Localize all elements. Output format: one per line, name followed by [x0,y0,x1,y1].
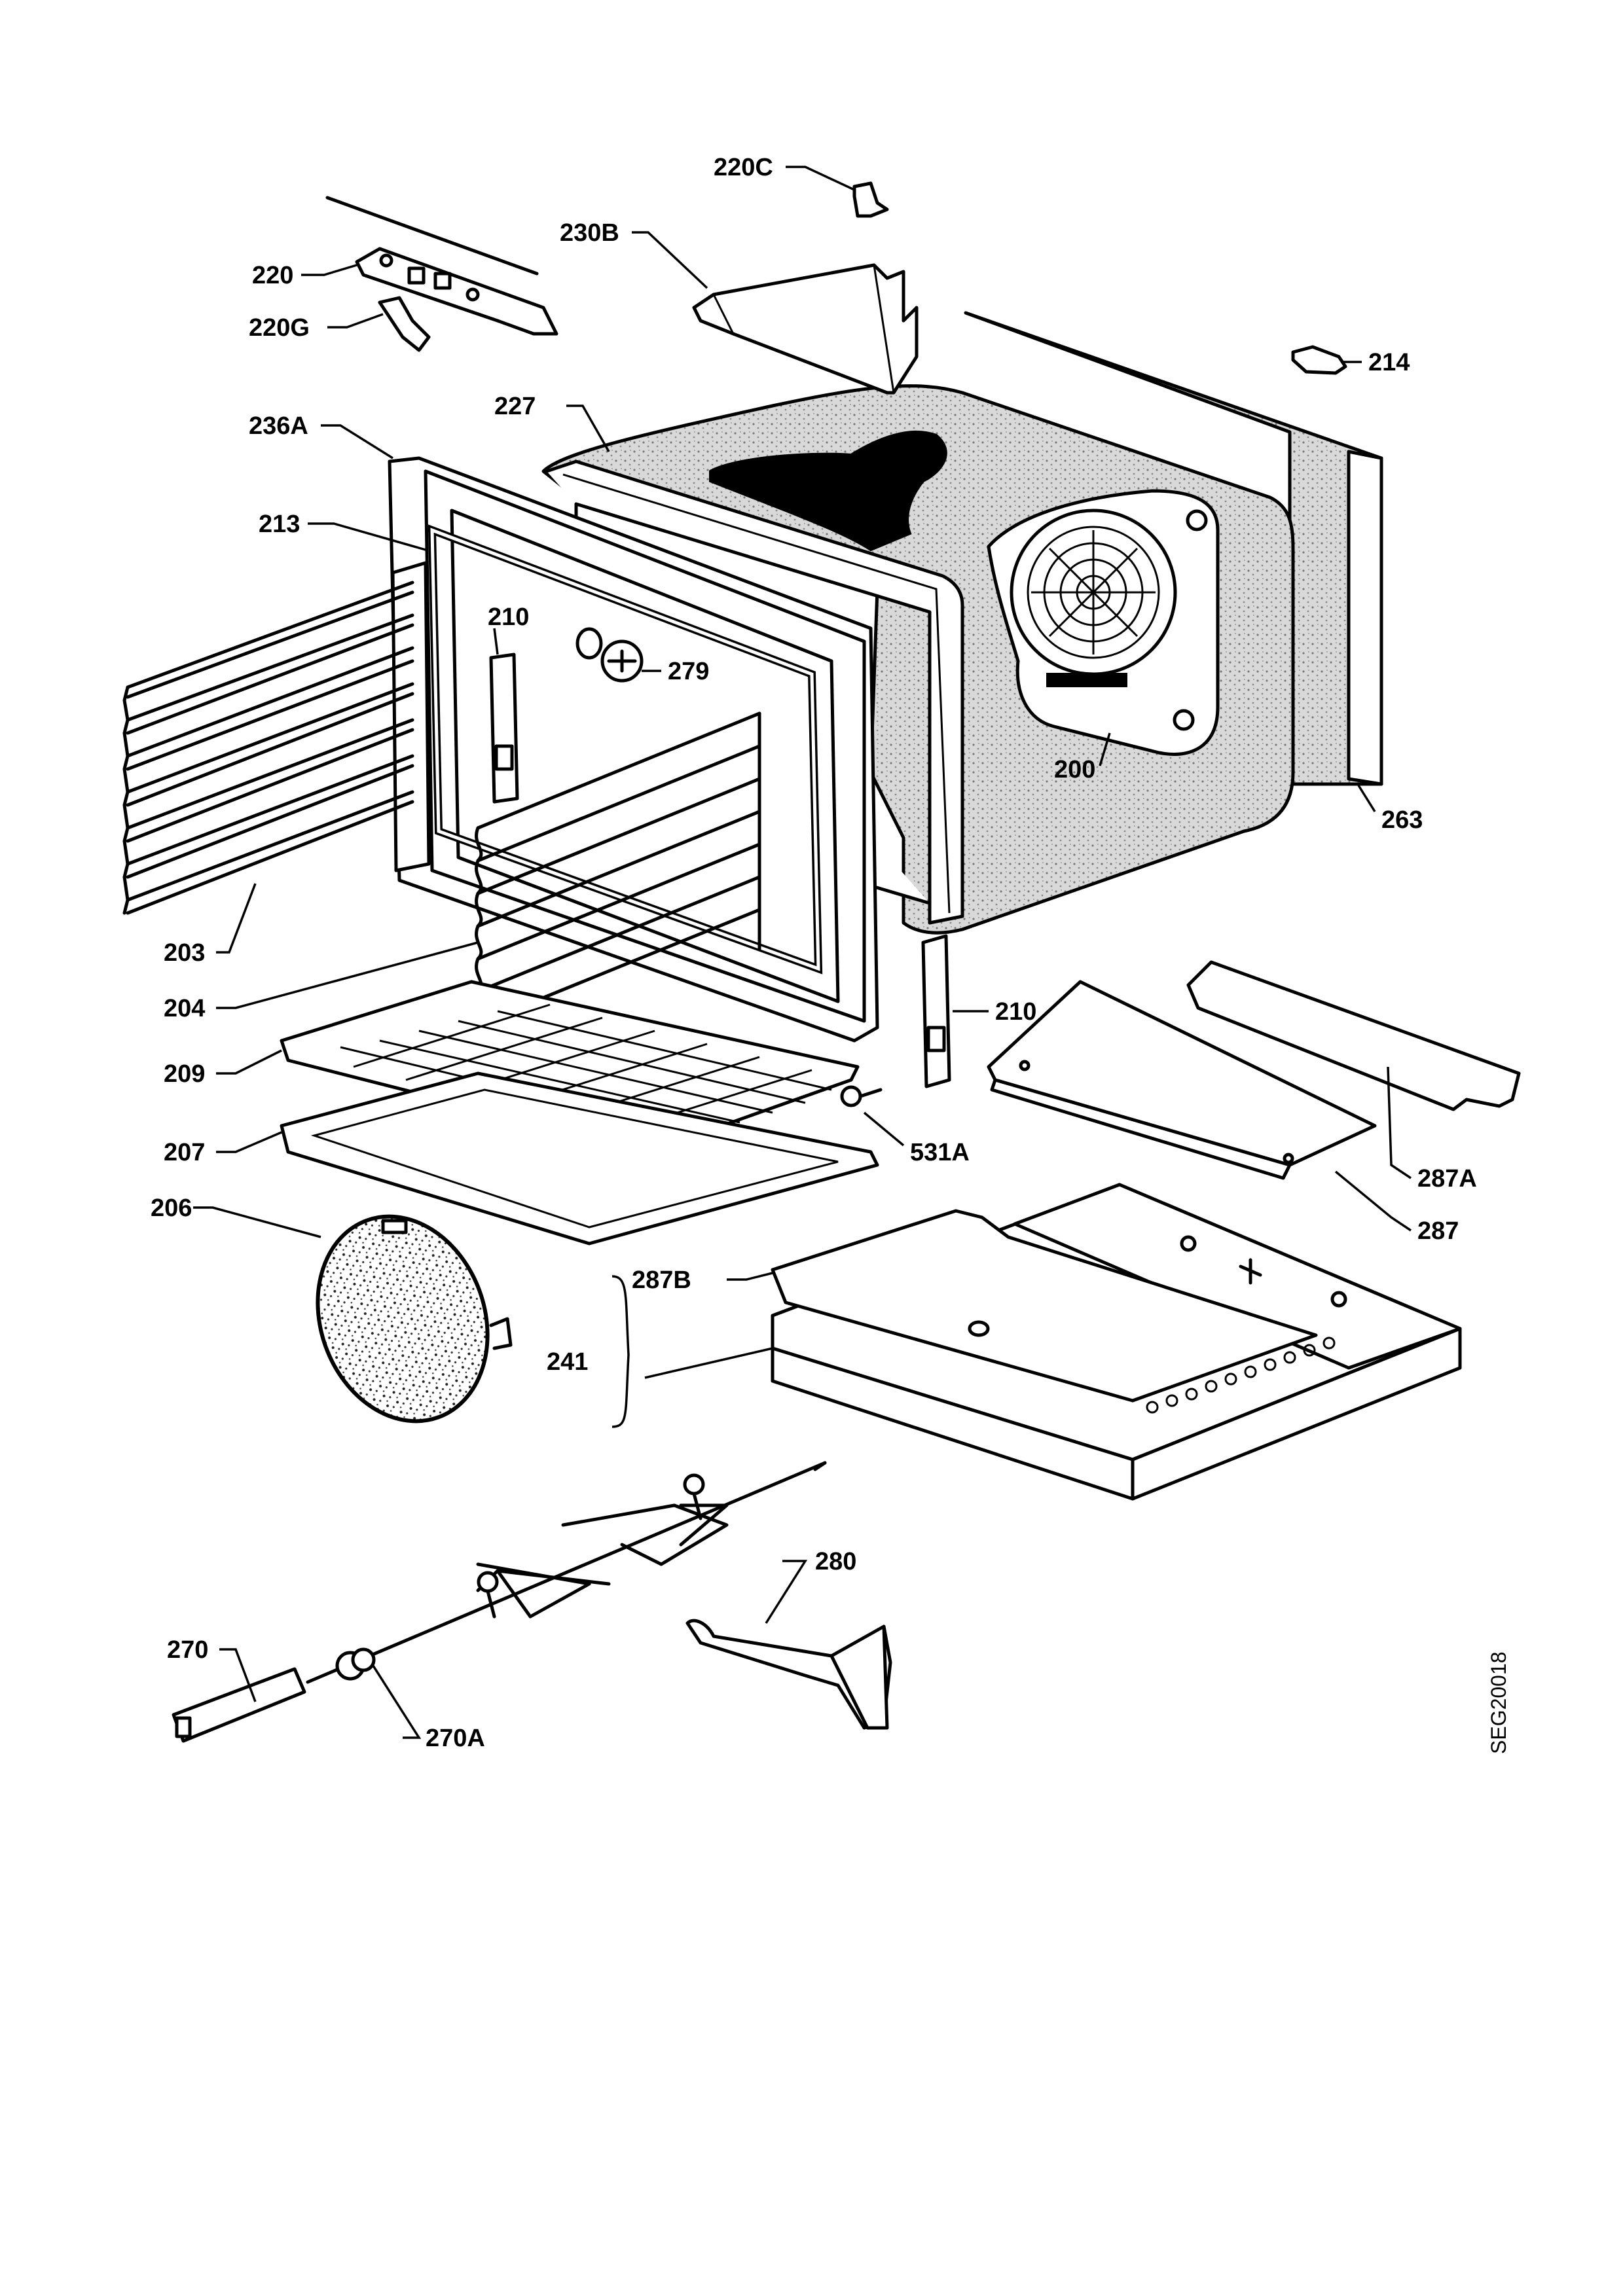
clip-220G [378,296,431,352]
part-labels: 220C 230B 220 220G 214 227 236A 213 210 … [151,154,1477,1752]
label-203: 203 [164,939,205,967]
drawing-code: SEG20018 [1487,1651,1510,1754]
filter-206 [316,1214,513,1424]
vent-holes [1146,1336,1336,1414]
liner-287B [771,1209,1318,1403]
bracket-230B [692,263,919,395]
label-270: 270 [167,1636,208,1664]
spit-support-280 [685,1619,892,1730]
label-210-upper: 210 [488,603,529,631]
label-204: 204 [164,995,205,1022]
label-287A: 287A [1417,1165,1477,1193]
oven-cavity-227 [541,384,1295,935]
label-241: 241 [547,1348,588,1376]
label-287: 287 [1417,1217,1459,1245]
support-210-lower [921,934,951,1088]
label-280: 280 [815,1548,856,1575]
label-270A: 270A [426,1725,485,1752]
label-209: 209 [164,1060,205,1088]
label-230B: 230B [560,219,619,247]
screw-531A [840,1085,883,1107]
label-279: 279 [668,658,709,685]
enamel-tray-207 [280,1071,879,1246]
label-200: 200 [1054,756,1095,783]
gasket-213 [428,524,823,975]
label-210-lower: 210 [995,998,1036,1026]
label-206: 206 [151,1194,192,1222]
bracket-287A [1186,960,1521,1111]
support-210-upper [489,653,519,804]
label-207: 207 [164,1139,205,1166]
leader-lines [193,166,1412,1739]
label-227: 227 [494,393,536,420]
rotisserie-270 [172,1461,827,1743]
grommet-279 [575,627,644,683]
part-214 [1291,345,1347,375]
shelf-runner-204 [475,711,761,1056]
shelf-runner-203 [122,561,431,915]
label-287B: 287B [632,1266,691,1294]
label-214: 214 [1368,349,1410,376]
insulation-panel-263 [964,311,1383,786]
label-236A: 236A [249,412,308,440]
label-220C: 220C [714,154,773,181]
lamp-bracket-220 [325,196,558,336]
clip-220C [852,181,889,218]
label-220: 220 [252,262,293,289]
label-263: 263 [1381,806,1423,834]
label-531A: 531A [910,1139,970,1166]
seal-frame-236A [388,456,879,1043]
grill-shield-287 [987,980,1377,1180]
label-220G: 220G [249,314,310,342]
label-213: 213 [259,511,300,538]
